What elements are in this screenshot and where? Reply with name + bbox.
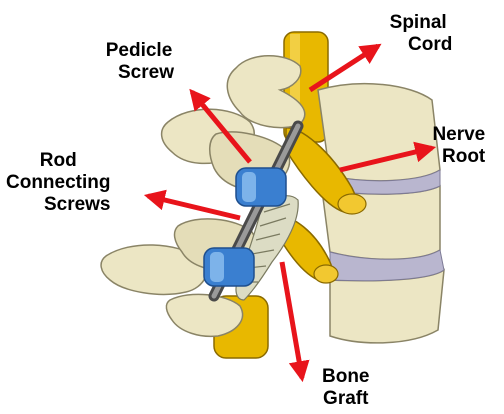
label-pedicle-screw-line-2: Screw (104, 62, 174, 84)
label-nerve-root-line-1: Nerve (428, 124, 485, 146)
label-bone-graft-line-2: Graft (322, 388, 370, 410)
label-spinal-cord: Spinal Cord (384, 12, 452, 56)
label-rod-line-2: Connecting (6, 172, 111, 194)
label-rod-connecting-screws: Rod Connecting Screws (6, 150, 111, 216)
label-bone-graft: Bone Graft (322, 366, 370, 410)
label-bone-graft-line-1: Bone (322, 366, 370, 388)
label-nerve-root-line-2: Root (428, 146, 485, 168)
label-rod-line-3: Screws (6, 194, 111, 216)
label-nerve-root: Nerve Root (428, 124, 485, 168)
label-spinal-cord-line-2: Cord (384, 34, 452, 56)
vertebral-bodies (318, 84, 444, 343)
arrow-rod-connecting-screws (148, 196, 240, 218)
arrow-bone-graft (282, 262, 302, 378)
label-rod-line-1: Rod (6, 150, 111, 172)
label-spinal-cord-line-1: Spinal (384, 12, 452, 34)
label-pedicle-screw: Pedicle Screw (104, 40, 174, 84)
label-pedicle-screw-line-1: Pedicle (104, 40, 174, 62)
